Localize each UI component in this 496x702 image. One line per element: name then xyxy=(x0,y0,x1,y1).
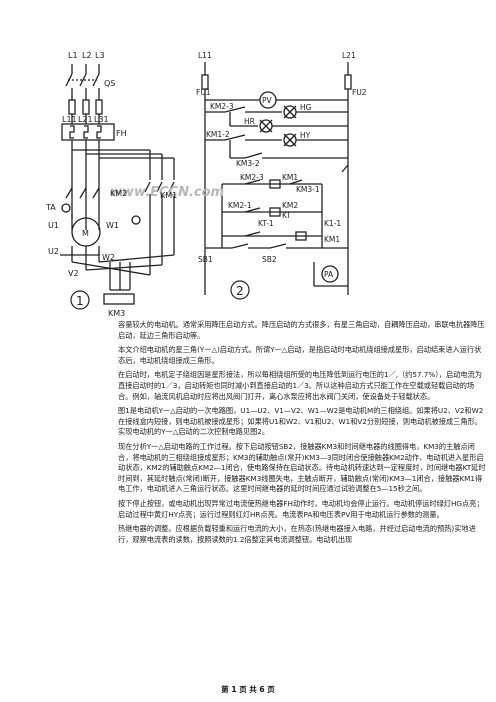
label-l2: L2 xyxy=(82,51,92,60)
body-text: 容量较大的电动机。通常采用降压启动方式。降压启动的方式很多，有星三角启动，自耦降… xyxy=(118,320,488,549)
label-km1-2: KM1-2 xyxy=(206,130,230,139)
label-v2: V2 xyxy=(68,269,79,278)
label-u1: U1 xyxy=(48,221,59,230)
paragraph-process: 现在分析Y一△启动电路的工作过程。按下启动按钮SB2，接触器KM3和时间继电器的… xyxy=(118,441,486,494)
label-w1: W1 xyxy=(106,221,119,230)
label-u2: U2 xyxy=(48,247,59,256)
label-fh: FH xyxy=(116,129,127,138)
label-sb2: SB2 xyxy=(262,255,277,264)
label-hy: HY xyxy=(300,131,311,140)
label-fu1: FU1 xyxy=(196,88,211,97)
label-km1-coil: KM1 xyxy=(282,173,298,182)
label-km3: KM3 xyxy=(108,309,125,318)
label-r-l11: L11 xyxy=(198,51,212,60)
label-l31: L31 xyxy=(94,115,109,124)
label-km2-b: KM2 xyxy=(282,201,298,210)
paragraph-definition: 本文介绍电动机的星三角(Y一△)启动方式。所谓Y一△启动，是指启动时电动机绕组接… xyxy=(118,345,482,365)
label-km3-2: KM3-2 xyxy=(236,159,260,168)
label-kt-1: KT-1 xyxy=(258,219,274,228)
label-km1: KM1 xyxy=(160,191,177,200)
label-pv: PV xyxy=(262,96,273,105)
paragraph-figure1: 图1是电动机Y一△启动的一次电路图，U1—U2、V1—V2、W1—W2是电动机M… xyxy=(118,406,484,437)
label-km2: KM2 xyxy=(110,189,127,198)
label-km3-1: KM3-1 xyxy=(296,185,320,194)
label-km2-3b: KM2-3 xyxy=(240,173,264,182)
label-qs: QS xyxy=(104,79,115,88)
figure-number-2: 2 xyxy=(236,284,244,298)
paragraph-intro: 容量较大的电动机。通常采用降压启动方式。降压启动的方式很多，有星三角启动，自耦降… xyxy=(118,320,485,340)
paragraph-startup: 在启动时，电机定子绕组因是星形接法，所以每相绕组所受的电压降低到运行电压的1／,… xyxy=(118,370,482,401)
label-km2-1: KM2-1 xyxy=(228,201,252,210)
figure-number-1: 1 xyxy=(76,294,84,308)
label-sb1: SB1 xyxy=(198,255,213,264)
label-km2-3: KM2-3 xyxy=(210,102,234,111)
label-l1: L1 xyxy=(68,51,78,60)
label-fu2: FU2 xyxy=(352,88,367,97)
label-kt: KT xyxy=(282,211,291,220)
page-footer: 第 1 页 共 6 页 xyxy=(221,685,275,694)
label-m: M xyxy=(82,229,89,238)
label-k1-1: K1-1 xyxy=(324,219,341,228)
label-l3: L3 xyxy=(95,51,105,60)
label-hg: HG xyxy=(300,103,312,112)
label-ta: TA xyxy=(45,203,56,212)
label-l11: L11 xyxy=(62,115,77,124)
label-pa: PA xyxy=(324,270,334,279)
label-w2: W2 xyxy=(102,253,115,262)
label-hr: HR xyxy=(244,117,255,126)
label-km1-b: KM1 xyxy=(324,235,340,244)
paragraph-thermal: 热继电器的调整。应根据负载轻重和运行电流的大小，在热态(热继电器接入电路，并经过… xyxy=(118,524,476,544)
label-l21: L21 xyxy=(78,115,93,124)
circuit-diagram-figure: www.ECCN.com L1 L2 L3 QS L11 L21 L31 FH … xyxy=(45,51,367,318)
paragraph-stop: 按下停止按钮，或电动机出现异常过电流使热继电器FH动作时，电动机均会停止运行。电… xyxy=(118,498,484,519)
label-r-l21: L21 xyxy=(342,51,356,60)
watermark: www.ECCN.com xyxy=(110,185,224,200)
